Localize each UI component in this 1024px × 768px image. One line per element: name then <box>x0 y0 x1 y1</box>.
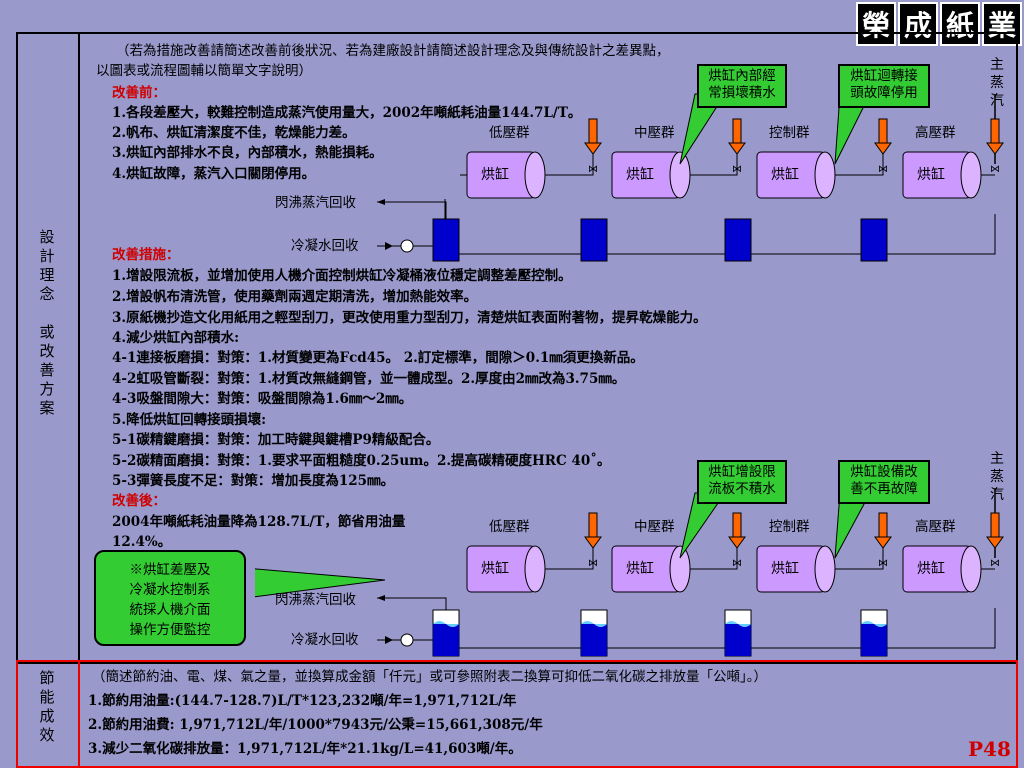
before-item: 4.烘缸故障，蒸汽入口關閉停用。 <box>112 166 316 182</box>
savings-section-frame <box>16 660 1018 768</box>
condensate-tank <box>860 218 888 262</box>
condensate-tank <box>580 218 608 262</box>
valve-icon: ⋈ <box>878 164 888 175</box>
dryer-label: 烘缸 <box>917 561 945 577</box>
before-heading: 改善前： <box>112 85 166 101</box>
valve-icon: ⋈ <box>732 558 742 569</box>
savings-item: 2.節約用油費: 1,971,712L/年/1000*7943元/公秉=15,6… <box>88 717 543 733</box>
measure-item: 4-2虹吸管斷裂：對策：1.材質改無縫鋼管，並一體成型。2.厚度由2㎜改為3.7… <box>112 371 626 387</box>
condensate-label: 冷凝水回收 <box>291 238 359 254</box>
savings-label: 節能 成效 <box>39 669 55 744</box>
savings-item: 3.減少二氧化碳排放量：1,971,712L/年*21.1kg/L=41,603… <box>88 741 522 757</box>
group-label: 中壓群 <box>634 519 675 535</box>
group-label: 低壓群 <box>489 519 530 535</box>
measure-item: 1.增設限流板，並增加使用人機介面控制烘缸冷凝桶液位穩定調整差壓控制。 <box>112 268 572 284</box>
valve-icon: ⋈ <box>878 558 888 569</box>
before-item: 1.各段差壓大，較難控制造成蒸汽使用量大，2002年噸紙耗油量144.7L/T。 <box>112 105 582 121</box>
measure-item: 5-2碳精面磨損：對策：1.要求平面粗糙度0.25um。2.提高碳精硬度HRC … <box>112 453 611 469</box>
measure-item: 4-1連接板磨損：對策：1.材質變更為Fcd45。 2.訂定標準，間隙＞0.1㎜… <box>112 350 644 366</box>
measure-item: 5.降低烘缸回轉接頭損壞: <box>112 412 267 428</box>
condensate-tank <box>860 609 888 657</box>
logo-char: 紙 <box>940 2 980 46</box>
valve-icon: ⋈ <box>990 558 1000 569</box>
main-steam-label: 主蒸汽 <box>990 57 1004 109</box>
condensate-tank <box>724 218 752 262</box>
measure-item: 5-3彈簧長度不足：對策：增加長度為125㎜。 <box>112 473 395 489</box>
condensate-tank <box>432 609 460 657</box>
after-heading: 改善後： <box>112 493 166 509</box>
process-diagram-before: ⋈ ⋈ ⋈ ⋈ <box>377 93 1004 262</box>
flash-steam-label: 閃沸蒸汽回收 <box>275 592 356 608</box>
logo-char: 成 <box>898 2 938 46</box>
dryer-label: 烘缸 <box>481 561 509 577</box>
callout-after-1: 烘缸增設限流板不積水 <box>697 460 787 504</box>
logo-char: 榮 <box>856 2 896 46</box>
intro-line-1: （若為措施改善請簡述改善前後狀況、若為建廠設計請簡述設計理念及與傳統設計之差異點… <box>116 43 670 59</box>
pump-icon <box>400 633 414 647</box>
valve-icon: ⋈ <box>588 558 598 569</box>
dryer-label: 烘缸 <box>771 561 799 577</box>
measure-item: 2.增設帆布清洗管，使用藥劑兩週定期清洗，增加熱能效率。 <box>112 289 478 305</box>
measure-item: 3.原紙機抄造文化用紙用之輕型刮刀，更改使用重力型刮刀，清楚烘缸表面附著物，提昇… <box>112 310 707 326</box>
before-item: 2.帆布、烘缸清潔度不佳，乾燥能力差。 <box>112 125 356 141</box>
steam-arrow-icon <box>990 512 1000 538</box>
group-label: 高壓群 <box>915 125 956 141</box>
before-item: 3.烘缸內部排水不良，內部積水，熱能損耗。 <box>112 145 383 161</box>
steam-arrow-icon <box>588 512 598 538</box>
group-label: 高壓群 <box>915 519 956 535</box>
condensate-label: 冷凝水回收 <box>291 632 359 648</box>
column-divider <box>78 32 80 662</box>
dryer-label: 烘缸 <box>771 167 799 183</box>
page-number: P48 <box>968 737 1011 761</box>
measure-item: 5-1碳精鍵磨損：對策：加工時鍵與鍵槽P9精級配合。 <box>112 432 440 448</box>
dryer-label: 烘缸 <box>626 167 654 183</box>
callout-before-2: 烘缸迴轉接頭故障停用 <box>838 64 930 108</box>
condensate-tank <box>724 609 752 657</box>
steam-arrow-icon <box>990 118 1000 144</box>
measure-item: 4-3吸盤間隙大：對策：吸盤間隙為1.6㎜～2㎜。 <box>112 391 413 407</box>
valve-icon: ⋈ <box>732 164 742 175</box>
group-label: 控制群 <box>769 125 810 141</box>
callout-hmi-control: ※烘缸差壓及冷凝水控制系 統採人機介面操作方便監控 <box>94 550 246 646</box>
steam-arrow-icon <box>732 118 742 144</box>
group-label: 控制群 <box>769 519 810 535</box>
flash-steam-label: 閃沸蒸汽回收 <box>275 195 356 211</box>
main-steam-label: 主蒸汽 <box>990 451 1004 503</box>
design-label: 設計 理念 或改 善方 案 <box>39 228 55 417</box>
dryer-label: 烘缸 <box>917 167 945 183</box>
steam-arrow-icon <box>588 118 598 144</box>
callout-after-2: 烘缸設備改善不再故障 <box>838 460 930 504</box>
condensate-tank <box>432 218 460 262</box>
callout-before-1: 烘缸內部經常損壞積水 <box>697 64 787 108</box>
condensate-tank <box>580 609 608 657</box>
dryer-label: 烘缸 <box>626 561 654 577</box>
group-label: 低壓群 <box>489 125 530 141</box>
valve-icon: ⋈ <box>990 164 1000 175</box>
after-line-2: 12.4%。 <box>112 534 172 550</box>
measure-item: 4.減少烘缸內部積水: <box>112 330 240 346</box>
savings-intro: （簡述節約油、電、煤、氣之量，並換算成金額「仟元」或可參照附表二換算可抑低二氧化… <box>92 669 767 685</box>
measures-heading: 改善措施： <box>112 247 180 263</box>
dryer-group <box>466 151 982 199</box>
group-label: 中壓群 <box>634 125 675 141</box>
steam-arrow-icon <box>878 512 888 538</box>
steam-arrow-icon <box>878 118 888 144</box>
design-section-frame <box>16 32 1018 664</box>
savings-item: 1.節約用油量:(144.7-128.7)L/T*123,232噸/年=1,97… <box>88 693 517 709</box>
valve-icon: ⋈ <box>588 164 598 175</box>
logo-char: 業 <box>982 2 1022 46</box>
process-diagram-after: ⋈ ⋈ ⋈ ⋈ <box>255 488 1004 657</box>
savings-column-divider <box>78 660 80 766</box>
company-logo: 榮 成 紙 業 <box>856 2 1022 46</box>
steam-arrow-icon <box>732 512 742 538</box>
dryer-label: 烘缸 <box>481 167 509 183</box>
intro-line-2: 以圖表或流程圖輔以簡單文字說明） <box>96 63 312 79</box>
pump-icon <box>400 239 414 253</box>
after-line-1: 2004年噸紙耗油量降為128.7L/T，節省用油量 <box>112 514 406 530</box>
